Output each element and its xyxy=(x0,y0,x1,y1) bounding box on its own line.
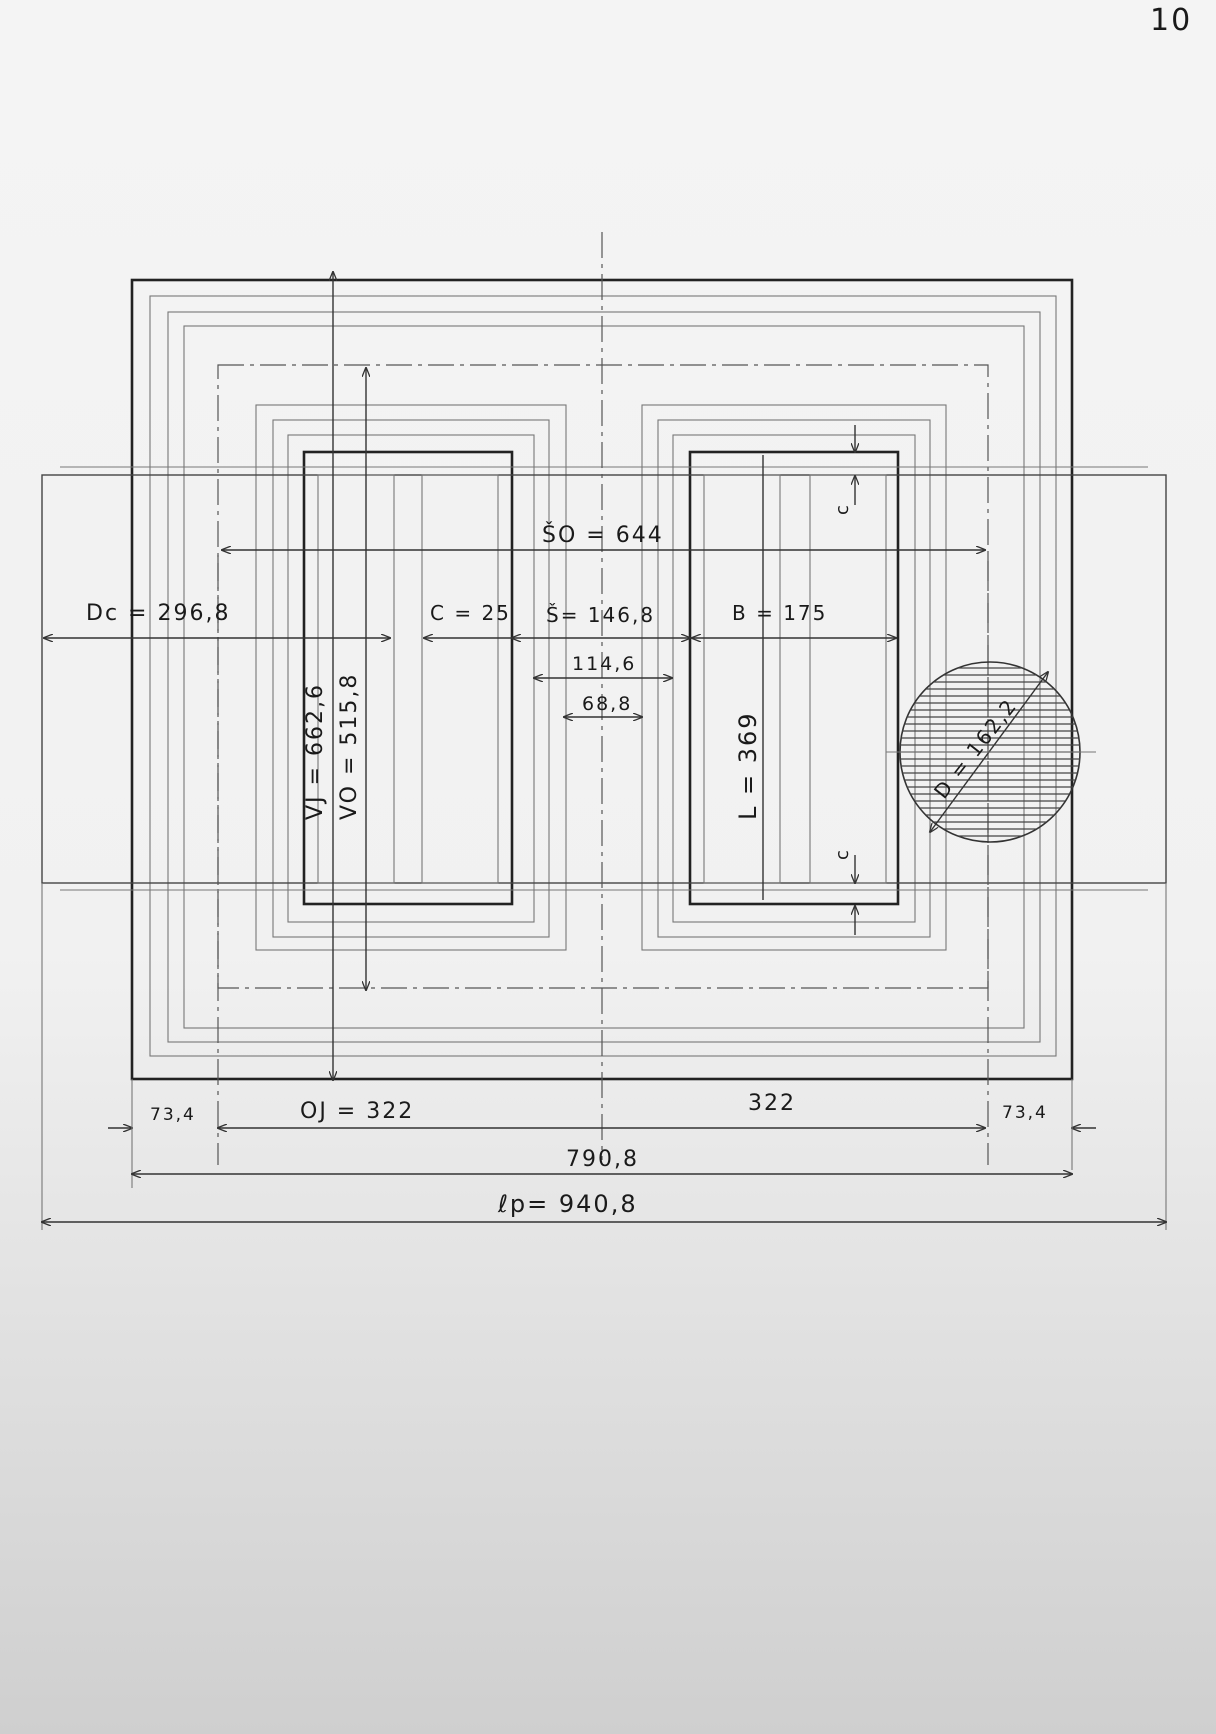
right-coil-inner xyxy=(703,474,781,884)
oj-label: OJ = 322 xyxy=(300,1099,414,1124)
core-cross-section xyxy=(886,661,1096,843)
dim-114-label: 114,6 xyxy=(572,653,636,675)
core-outline-3 xyxy=(167,311,1041,1043)
mean-path-line xyxy=(217,364,989,989)
c-label: C = 25 xyxy=(430,601,511,625)
l-label: L = 369 xyxy=(734,711,762,820)
left-73-label: 73,4 xyxy=(150,1105,196,1125)
c-top-label: c xyxy=(832,503,853,515)
right-window-outline-2 xyxy=(657,419,931,938)
right-coil-outer xyxy=(809,474,887,884)
page-number: 10 xyxy=(1150,3,1192,38)
total-790-label: 790,8 xyxy=(566,1147,639,1172)
right-window-outline-3 xyxy=(672,434,916,923)
left-coil-outer xyxy=(421,474,499,884)
lp-label: ℓp= 940,8 xyxy=(497,1190,638,1218)
vj-label: VJ = 662,6 xyxy=(303,683,328,820)
left-window-outline-1 xyxy=(255,404,567,951)
core-outline-2 xyxy=(149,295,1057,1057)
right-73-label: 73,4 xyxy=(1002,1103,1048,1123)
s-label: Š= 146,8 xyxy=(546,603,655,627)
left-coil-inner xyxy=(317,474,395,884)
dim-68-label: 68,8 xyxy=(582,693,632,715)
right-window-outline-1 xyxy=(641,404,947,951)
so-label: ŠO = 644 xyxy=(542,522,664,548)
c-bottom-label: c xyxy=(832,848,853,860)
dc-label: Dc = 296,8 xyxy=(86,601,230,626)
b-label: B = 175 xyxy=(732,601,827,625)
left-window xyxy=(302,450,514,906)
left-window-outline-3 xyxy=(287,434,535,923)
vo-label: VO = 515,8 xyxy=(337,673,362,820)
left-window-outline-2 xyxy=(272,419,550,938)
right-window xyxy=(688,450,900,906)
right-322-label: 322 xyxy=(748,1091,796,1116)
winding-band xyxy=(41,474,1167,884)
